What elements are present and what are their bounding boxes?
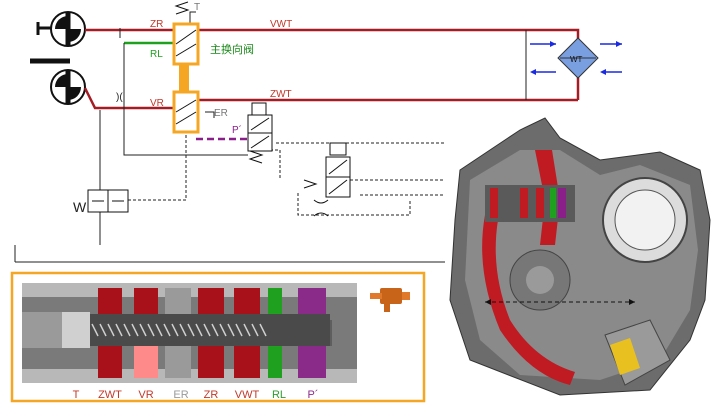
- inset-port-label-zwt: ZWT: [98, 389, 122, 401]
- label-rl: RL: [150, 49, 163, 60]
- label-vwt: VWT: [270, 19, 292, 30]
- inset-port-label-zr: ZR: [204, 389, 219, 401]
- pump-lower-icon: [30, 58, 86, 105]
- label-p: P´: [232, 124, 242, 136]
- pump-upper-icon: [36, 11, 86, 47]
- solenoid-valve-2[interactable]: [303, 142, 351, 198]
- inset-port-label-er: ER: [173, 389, 188, 401]
- solenoid-valve-1[interactable]: [247, 102, 273, 164]
- inset-port-label-vr: VR: [138, 389, 153, 401]
- label-w: W: [73, 199, 87, 215]
- heat-exchanger-icon: [530, 37, 622, 79]
- transmission-housing-cutaway: [449, 117, 711, 396]
- inset-port-label-t: T: [73, 389, 80, 401]
- restrictor-symbol: )(: [116, 92, 123, 103]
- main-directional-valve[interactable]: [172, 1, 200, 134]
- label-t: T: [194, 2, 200, 13]
- inset-port-label-vwt: VWT: [235, 389, 260, 401]
- orifice-icon: [313, 199, 329, 217]
- pilot-lines: [14, 11, 527, 263]
- label-wt: WT: [570, 55, 583, 64]
- label-zwt: ZWT: [270, 89, 292, 100]
- pilot-dashed-lines: [128, 135, 445, 216]
- label-vr: VR: [150, 98, 164, 109]
- valve-cutaway-image: [22, 283, 357, 383]
- pressure-valve-w[interactable]: [87, 189, 129, 213]
- inset-port-label-rl: RL: [272, 389, 286, 401]
- inset-port-labels: T ZWT VR ER ZR VWT RL P´: [73, 389, 319, 401]
- pressure-lines: [83, 28, 580, 110]
- solenoid-icon: [370, 288, 410, 312]
- valve-title: 主换向阀: [210, 42, 254, 56]
- label-zr: ZR: [150, 19, 163, 30]
- label-er: ER: [214, 108, 228, 119]
- inset-port-label-p: P´: [308, 389, 319, 401]
